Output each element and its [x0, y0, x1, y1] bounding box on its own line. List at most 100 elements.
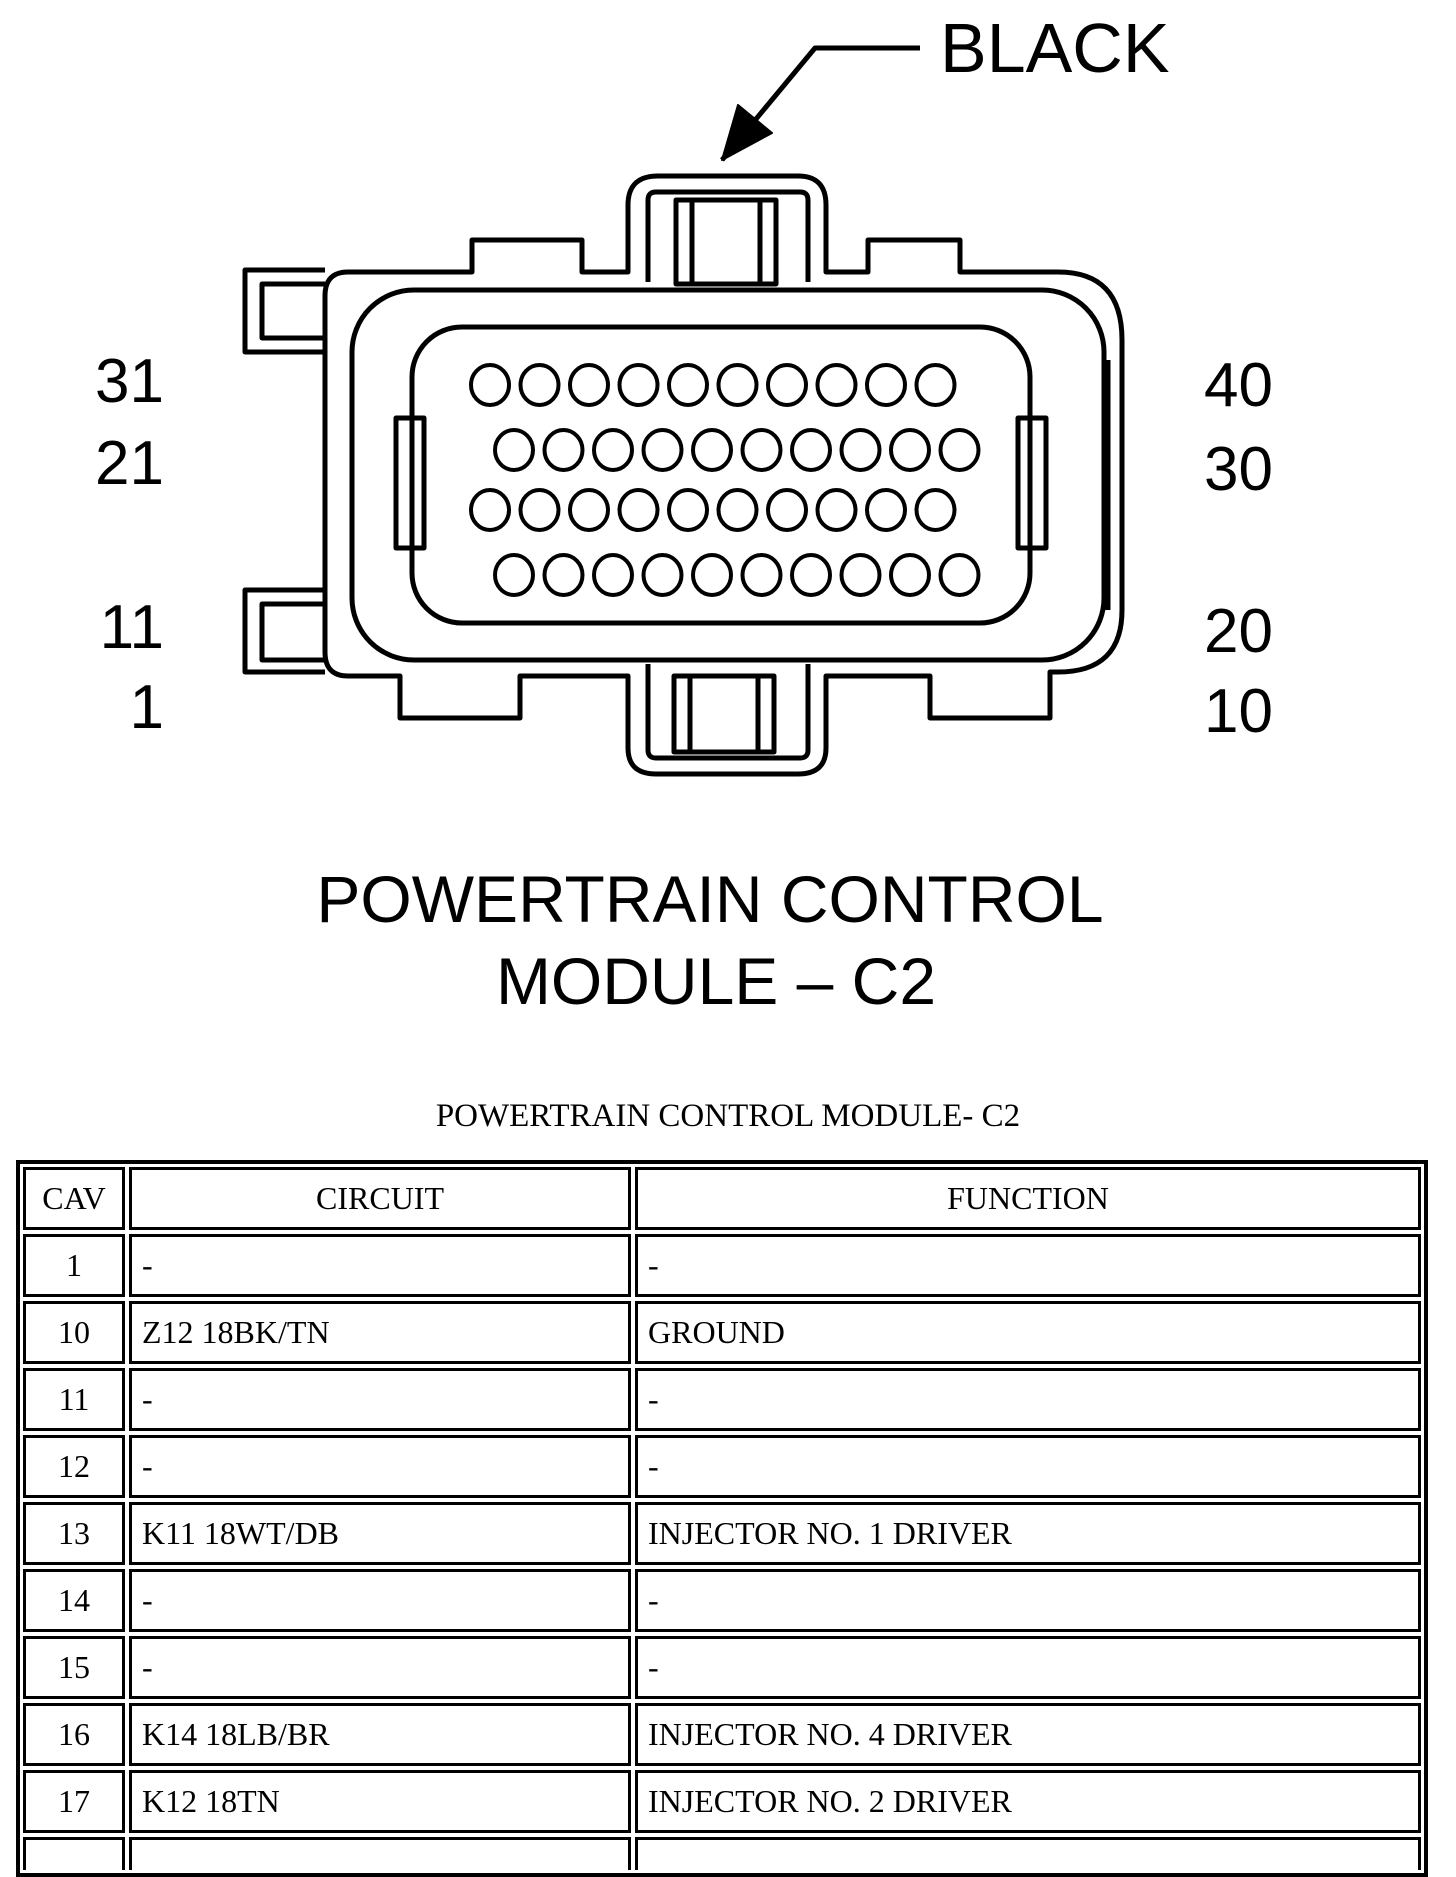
pin-cavity: [542, 428, 585, 472]
pin-cavity: [740, 428, 783, 472]
pin-cavity: [667, 363, 709, 407]
cell-function: -: [635, 1636, 1421, 1699]
pin-cavity: [518, 363, 561, 407]
cell-cav: 17: [23, 1770, 125, 1833]
header-cav: CAV: [23, 1167, 125, 1230]
pin-cavity: [938, 553, 981, 597]
pin-cavity: [914, 363, 957, 407]
table-row-cutoff: [23, 1837, 1421, 1870]
pin-cavity: [716, 488, 759, 532]
cell-cav: 12: [23, 1435, 125, 1498]
cell-cav: 1: [23, 1234, 125, 1297]
cell-function: -: [635, 1569, 1421, 1632]
diagram-title-line1: POWERTRAIN CONTROL: [316, 862, 1103, 936]
pin-label-40: 40: [1204, 351, 1273, 420]
pin-cavity: [815, 488, 858, 532]
header-circuit: CIRCUIT: [129, 1167, 631, 1230]
pin-cavities: [469, 363, 981, 597]
pin-label-30: 30: [1204, 435, 1273, 504]
pin-label-11: 11: [100, 593, 164, 662]
pin-label-31: 31: [95, 347, 164, 416]
pin-label-1: 1: [130, 673, 164, 742]
pin-cavity: [592, 428, 634, 472]
pin-cavity: [790, 553, 832, 597]
pin-cavity: [592, 553, 634, 597]
pin-cavity: [766, 488, 808, 532]
pin-cavity: [469, 488, 511, 532]
cell-circuit: K14 18LB/BR: [129, 1703, 631, 1766]
cell-circuit: K11 18WT/DB: [129, 1502, 631, 1565]
pin-cavity: [938, 428, 981, 472]
cell-function: INJECTOR NO. 4 DRIVER: [635, 1703, 1421, 1766]
cell-function: -: [635, 1435, 1421, 1498]
cell-cav: 15: [23, 1636, 125, 1699]
pin-cavity: [766, 363, 808, 407]
table-caption: POWERTRAIN CONTROL MODULE- C2: [435, 1098, 1021, 1134]
pin-cavity: [691, 553, 733, 597]
table-row: 14--: [23, 1569, 1421, 1632]
color-label: BLACK: [940, 9, 1170, 87]
pin-cavity: [518, 488, 561, 532]
pin-cavity: [641, 428, 684, 472]
cell-cav: 14: [23, 1569, 125, 1632]
cell-circuit: -: [129, 1636, 631, 1699]
cell-circuit: Z12 18BK/TN: [129, 1301, 631, 1364]
left-upper-tab: [242, 267, 325, 355]
pin-cavity: [641, 553, 684, 597]
table-row: 1--: [23, 1234, 1421, 1297]
top-latch: [645, 189, 811, 287]
pin-cavity: [839, 553, 882, 597]
inner-housing: [349, 287, 1107, 663]
cell-circuit: -: [129, 1234, 631, 1297]
cell-cav: 10: [23, 1301, 125, 1364]
pin-cavity: [889, 553, 931, 597]
cell-function: INJECTOR NO. 2 DRIVER: [635, 1770, 1421, 1833]
pin-cavity: [839, 428, 882, 472]
pin-cavity: [740, 553, 783, 597]
pin-cavity: [914, 488, 957, 532]
pin-face: [409, 324, 1033, 626]
right-key: [1015, 415, 1049, 551]
cell-function: -: [635, 1234, 1421, 1297]
cell-cav: 13: [23, 1502, 125, 1565]
pin-cavity: [469, 363, 511, 407]
connector-diagram: BLACK 31 21 11 1 40 30 20: [95, 9, 1273, 1018]
pin-cavity: [815, 363, 858, 407]
pin-cavity: [617, 488, 660, 532]
pin-cavity: [865, 488, 907, 532]
cell-circuit: -: [129, 1569, 631, 1632]
bottom-latch: [645, 664, 811, 761]
pin-cavity: [889, 428, 931, 472]
left-key: [393, 415, 427, 551]
pin-cavity: [568, 488, 610, 532]
pin-cavity: [790, 428, 832, 472]
diagram-title-line2: MODULE – C2: [496, 944, 936, 1018]
cell-circuit: -: [129, 1368, 631, 1431]
table-header-row: CAV CIRCUIT FUNCTION: [23, 1167, 1421, 1230]
cell-circuit: -: [129, 1435, 631, 1498]
pin-cavity: [691, 428, 733, 472]
pin-label-21: 21: [95, 429, 164, 498]
pin-cavity: [493, 428, 535, 472]
pin-cavity: [865, 363, 907, 407]
header-function: FUNCTION: [635, 1167, 1421, 1230]
table-row: 12--: [23, 1435, 1421, 1498]
table-row: 11--: [23, 1368, 1421, 1431]
cell-function: GROUND: [635, 1301, 1421, 1364]
pin-label-20: 20: [1204, 597, 1273, 666]
pin-cavity: [542, 553, 585, 597]
pin-label-10: 10: [1204, 677, 1273, 746]
color-label-arrow: [720, 45, 920, 162]
pin-cavity: [716, 363, 759, 407]
cell-circuit: K12 18TN: [129, 1770, 631, 1833]
left-lower-tab: [242, 587, 325, 675]
cell-cav: 11: [23, 1368, 125, 1431]
cell-function: -: [635, 1368, 1421, 1431]
pin-cavity: [568, 363, 610, 407]
